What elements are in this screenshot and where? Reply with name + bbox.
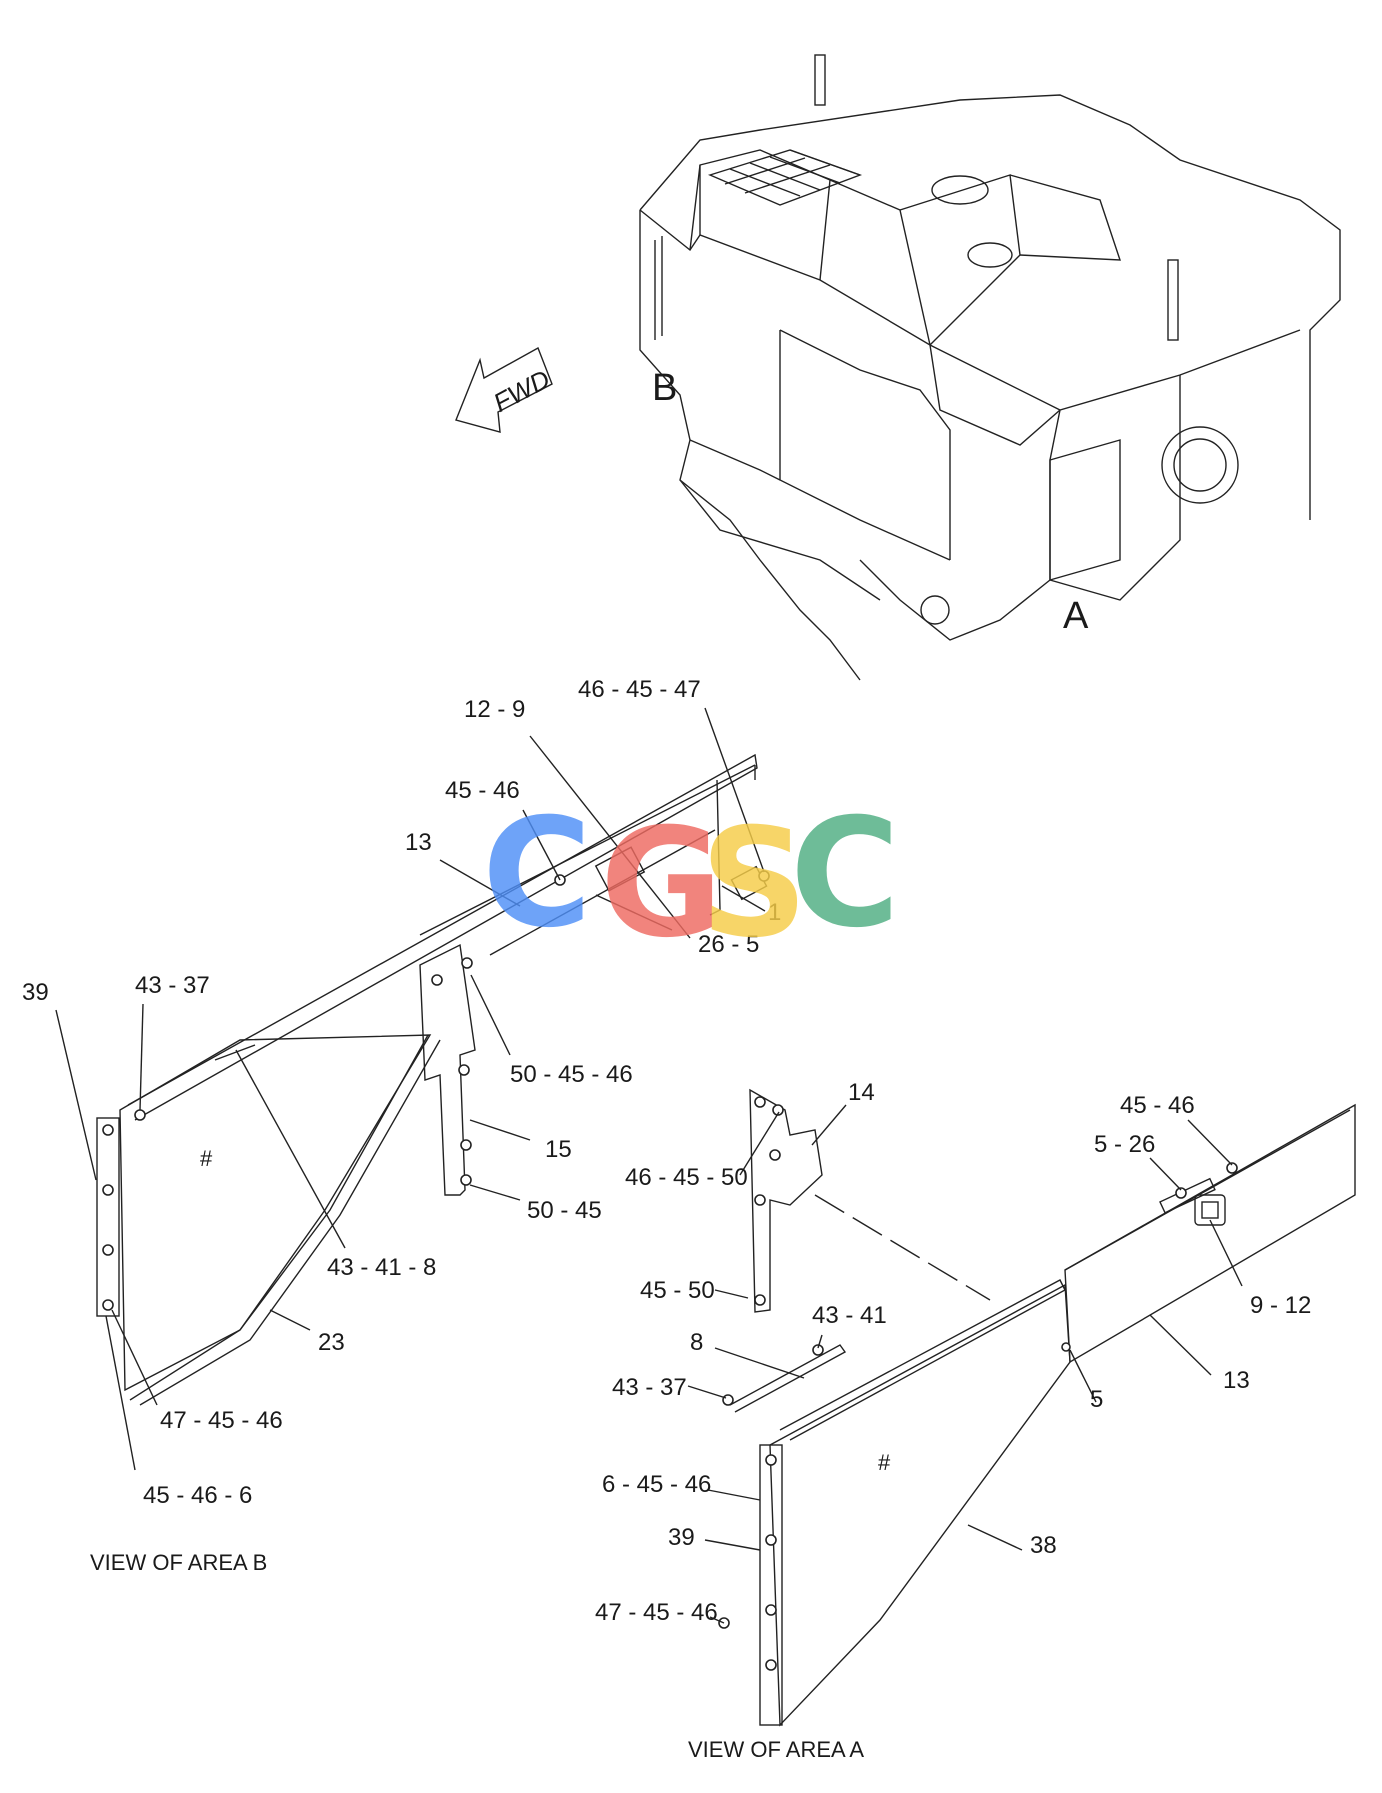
callout-a-43-37: 43 - 37 (612, 1374, 687, 1401)
callout-b-43-37: 43 - 37 (135, 972, 210, 999)
callout-b-15: 15 (545, 1136, 572, 1163)
watermark-letter-g: G (600, 797, 723, 971)
callout-a-5-26: 5 - 26 (1094, 1131, 1155, 1158)
callout-a-6-45-46: 6 - 45 - 46 (602, 1471, 711, 1498)
callout-a-9-12: 9 - 12 (1250, 1292, 1311, 1319)
svg-text:#: # (200, 1146, 213, 1171)
watermark-letter-c: C (482, 787, 592, 961)
area-a-drawing: # (718, 1088, 1356, 1727)
area-b-marker: B (652, 367, 677, 409)
callout-b-26-5: 26 - 5 (698, 931, 759, 958)
area-a-caption: VIEW OF AREA A (688, 1737, 864, 1762)
callout-a-13: 13 (1223, 1367, 1250, 1394)
watermark-letter-c2: C (790, 787, 900, 961)
svg-text:#: # (878, 1450, 891, 1475)
callout-b-45-46-6: 45 - 46 - 6 (143, 1482, 252, 1509)
callout-b-13: 13 (405, 829, 432, 856)
area-a-leaders (687, 1104, 1243, 1624)
callout-a-38: 38 (1030, 1532, 1057, 1559)
callout-b-50-45-46: 50 - 45 - 46 (510, 1061, 633, 1088)
machine-overview (639, 54, 1341, 681)
callout-b-23: 23 (318, 1329, 345, 1356)
callout-b-1: 1 (768, 899, 781, 926)
callout-a-45-46: 45 - 46 (1120, 1092, 1195, 1119)
callout-b-50-45: 50 - 45 (527, 1197, 602, 1224)
callout-b-12-9: 12 - 9 (464, 696, 525, 723)
callout-a-14: 14 (848, 1079, 875, 1106)
watermark-letter-s: S (700, 797, 808, 971)
area-b-caption: VIEW OF AREA B (90, 1550, 267, 1575)
top-grille (707, 149, 863, 206)
area-b-labels: 12 - 9 46 - 45 - 47 45 - 46 13 1 26 - 5 … (22, 676, 781, 1575)
area-b-leaders (55, 707, 766, 1471)
callout-a-46-45-50: 46 - 45 - 50 (625, 1164, 748, 1191)
fwd-arrow-icon: FWD (455, 346, 555, 433)
callout-a-39: 39 (668, 1524, 695, 1551)
area-a-marker: A (1063, 595, 1089, 637)
callout-a-5: 5 (1090, 1386, 1103, 1413)
callout-a-47-45-46: 47 - 45 - 46 (595, 1599, 718, 1626)
callout-a-45-50: 45 - 50 (640, 1277, 715, 1304)
callout-a-43-41: 43 - 41 (812, 1302, 887, 1329)
callout-b-45-46: 45 - 46 (445, 777, 520, 804)
callout-b-39: 39 (22, 979, 49, 1006)
area-b-drawing: # (96, 753, 770, 1406)
area-a-labels: 14 46 - 45 - 50 45 - 50 45 - 46 5 - 26 9… (595, 1079, 1311, 1762)
callout-b-47-45-46: 47 - 45 - 46 (160, 1407, 283, 1434)
fwd-label: FWD (488, 364, 554, 418)
callout-b-43-41-8: 43 - 41 - 8 (327, 1254, 436, 1281)
callout-a-8: 8 (690, 1329, 703, 1356)
cgsc-watermark-logo: C G S C (482, 787, 900, 971)
callout-b-46-45-47: 46 - 45 - 47 (578, 676, 701, 703)
